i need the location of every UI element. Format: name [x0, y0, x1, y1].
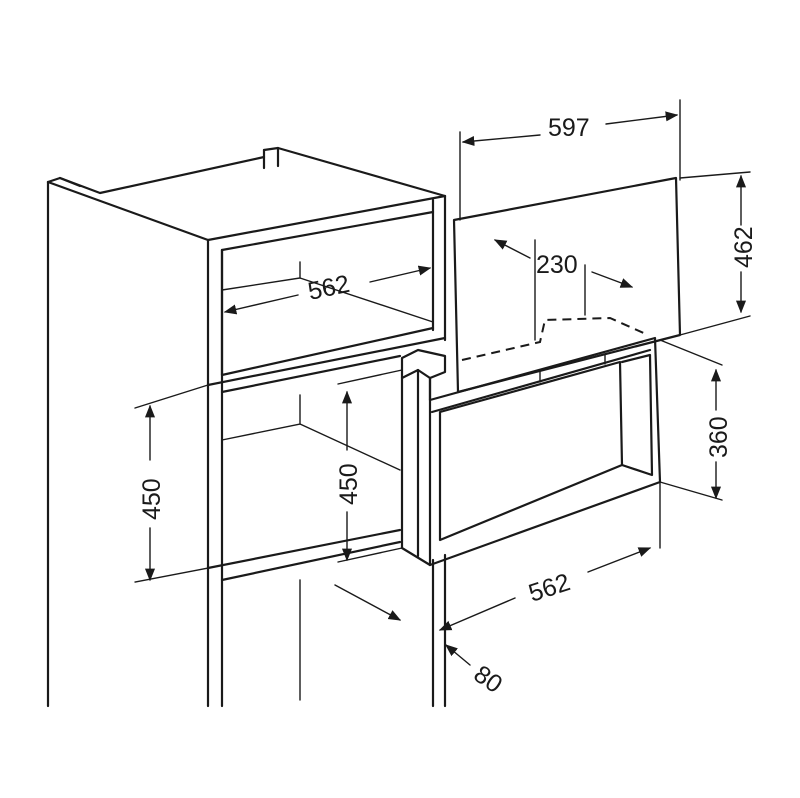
dim-450-mid-label: 450: [335, 463, 363, 505]
dim-80-label: 80: [469, 660, 508, 699]
dimension-lines: [134, 99, 751, 666]
dim-360-label: 360: [705, 416, 733, 458]
dim-230-label: 230: [536, 251, 578, 279]
tall-cabinet: [46, 146, 447, 708]
dim-597-label: 597: [548, 114, 590, 142]
front-panel: [452, 176, 682, 394]
dim-450-left-label: 450: [138, 478, 166, 520]
dim-562-upper-label: 562: [305, 270, 352, 306]
built-in-frame: [400, 336, 662, 567]
dim-562-lower-label: 562: [525, 568, 573, 608]
dim-462-label: 462: [730, 226, 758, 268]
